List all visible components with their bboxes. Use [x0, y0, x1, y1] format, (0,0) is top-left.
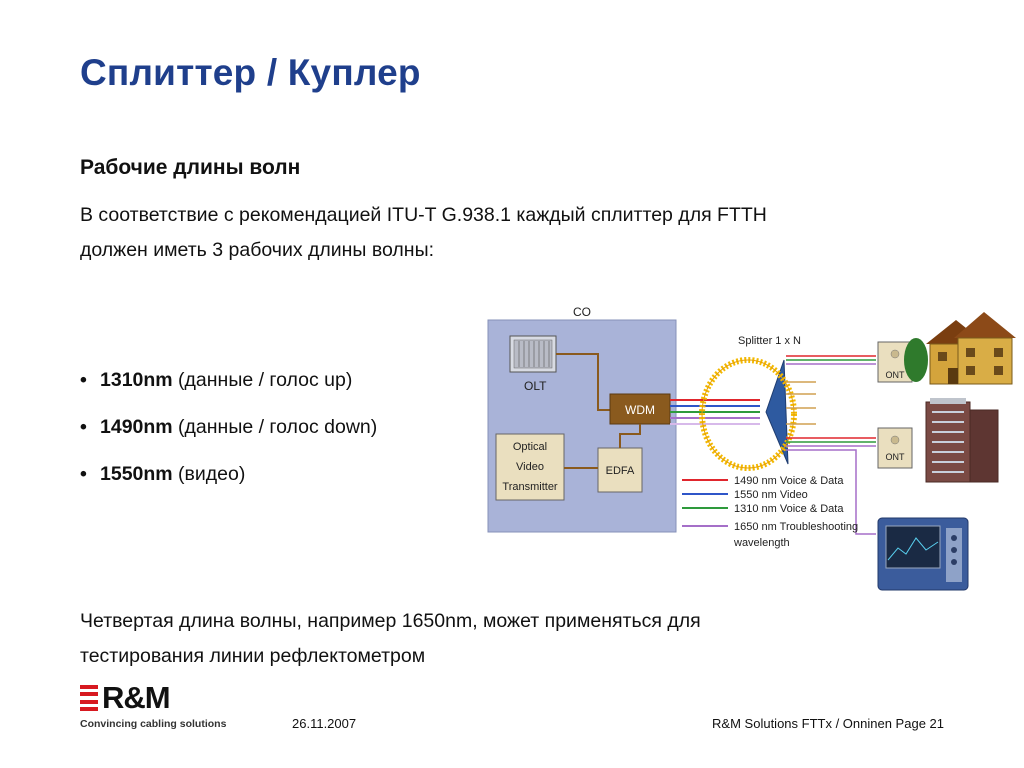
- logo-tagline: Convincing cabling solutions: [80, 718, 227, 730]
- legend-label-1490: 1490 nm Voice & Data: [734, 475, 844, 487]
- legend-label-1650-cont: wavelength: [733, 537, 790, 549]
- intro-line-1: В соответствие с рекомендацией ITU-T G.9…: [80, 204, 767, 226]
- logo-stripes-icon: [80, 685, 98, 711]
- section-subtitle: Рабочие длины волн: [80, 156, 301, 179]
- ont-device-icon: [877, 427, 913, 469]
- outro-line-1: Четвертая длина волны, например 1650nm, …: [80, 610, 701, 632]
- edfa-label: EDFA: [606, 465, 635, 477]
- edfa-box: [597, 447, 643, 493]
- ovt-label-line-1: Optical: [513, 441, 547, 453]
- splitter-shape: [765, 359, 789, 465]
- company-logo: R&M Convincing cabling solutions: [80, 680, 226, 730]
- wavelength-desc: (видео): [172, 463, 246, 485]
- ovt-label-line-2: Video: [516, 461, 544, 473]
- wdm-label: WDM: [625, 403, 655, 417]
- wavelength-value: 1490nm: [100, 416, 173, 438]
- wdm-box: [609, 393, 671, 425]
- intro-line-2: должен иметь 3 рабочих длины волны:: [80, 239, 434, 261]
- output-fibers: [786, 355, 876, 535]
- olt-label: OLT: [524, 379, 547, 393]
- trunk-fiber: [670, 399, 760, 425]
- olt-device-icon: [509, 335, 557, 373]
- ovt-label-line-3: Transmitter: [502, 481, 558, 493]
- wavelength-desc: (данные / голос up): [172, 369, 353, 391]
- wavelength-legend: 1490 nm Voice & Data 1550 nm Video 1310 …: [682, 475, 858, 549]
- building-icon: [925, 398, 999, 483]
- ont-label-2: ONT: [886, 452, 906, 462]
- logo-text: R&M: [102, 680, 171, 715]
- wavelength-desc: (данные / голос down): [172, 416, 378, 438]
- legend-label-1550: 1550 nm Video: [734, 489, 808, 501]
- co-label: CO: [573, 305, 591, 319]
- wavelength-list: 1310nm (данные / голос up) 1490nm (данны…: [80, 368, 377, 509]
- splitter-label: Splitter 1 x N: [738, 335, 801, 347]
- ont-label-1: ONT: [886, 370, 906, 380]
- fttx-diagram: CO OLT WDM Optical Video Transmitter EDF…: [487, 305, 1016, 591]
- intro-paragraph: В соответствие с рекомендацией ITU-T G.9…: [80, 198, 920, 268]
- house-icon: [904, 312, 1016, 385]
- slide-title: Сплиттер / Куплер: [80, 52, 421, 93]
- list-item: 1490nm (данные / голос down): [80, 415, 377, 439]
- list-item: 1550nm (видео): [80, 462, 377, 486]
- footer-date: 26.11.2007: [292, 716, 357, 731]
- outro-paragraph: Четвертая длина волны, например 1650nm, …: [80, 604, 920, 674]
- list-item: 1310nm (данные / голос up): [80, 368, 377, 392]
- optical-video-transmitter-box: [495, 433, 565, 501]
- wavelength-value: 1550nm: [100, 463, 173, 485]
- wavelength-value: 1310nm: [100, 369, 173, 391]
- legend-label-1650: 1650 nm Troubleshooting: [734, 521, 858, 533]
- otdr-instrument-icon: [877, 517, 969, 591]
- outro-line-2: тестирования линии рефлектометром: [80, 645, 426, 667]
- footer-page-info: R&M Solutions FTTx / Onninen Page 21: [712, 716, 944, 731]
- legend-label-1310: 1310 nm Voice & Data: [734, 503, 844, 515]
